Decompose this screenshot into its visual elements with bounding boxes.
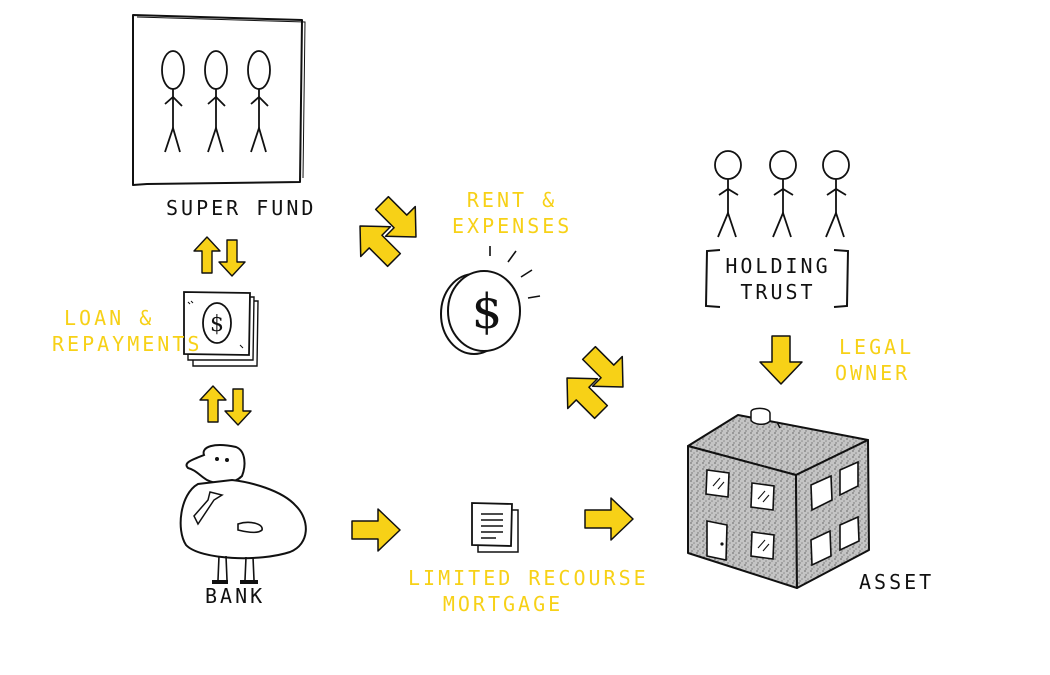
rent-expenses-line1: RENT & (466, 188, 558, 212)
legal-owner-line1: LEGAL (839, 335, 915, 359)
holding-trust-figures-icon (714, 150, 850, 238)
banknotes-icon: $ (183, 291, 259, 367)
rent-expenses-label: RENT & EXPENSES (452, 187, 572, 239)
rent-asset-arrows-icon (551, 337, 639, 428)
building-icon (687, 407, 870, 589)
trust-asset-arrow-icon (759, 335, 803, 385)
loan-repayments-line2: REPAYMENTS (52, 332, 203, 356)
legal-owner-label: LEGAL OWNER (835, 334, 914, 386)
holding-trust-label: HOLDING TRUST (725, 253, 831, 305)
loan-repayments-label: LOAN & REPAYMENTS (52, 305, 202, 357)
super-fund-rent-arrows-icon (344, 187, 432, 276)
super-fund-box-icon (132, 14, 306, 186)
mortgage-asset-arrow-icon (584, 497, 634, 541)
loan-bank-arrows-icon (199, 385, 252, 426)
holding-trust-line2: TRUST (740, 280, 816, 304)
holding-trust-line1: HOLDING (725, 254, 831, 278)
loan-repayments-line1: LOAN & (64, 306, 155, 330)
document-icon (471, 502, 519, 553)
legal-owner-line2: OWNER (835, 361, 911, 385)
super-fund-label: SUPER FUND (166, 196, 317, 220)
super-fund-loan-arrows-icon (193, 236, 246, 277)
limited-recourse-line1: LIMITED RECOURSE (408, 566, 649, 590)
bank-mortgage-arrow-icon (351, 508, 401, 552)
svg-text:$: $ (472, 284, 503, 340)
limited-recourse-line2: MORTGAGE (442, 592, 564, 616)
banker-figure-icon (179, 444, 307, 584)
holding-trust-bracket-icon (704, 249, 850, 308)
asset-label: ASSET (859, 570, 935, 594)
svg-text:$: $ (210, 312, 224, 337)
limited-recourse-mortgage-label: LIMITED RECOURSE MORTGAGE (408, 565, 649, 617)
rent-expenses-line2: EXPENSES (452, 214, 573, 238)
bank-label: BANK (205, 584, 266, 608)
dollar-coin-icon: $ (440, 246, 541, 355)
